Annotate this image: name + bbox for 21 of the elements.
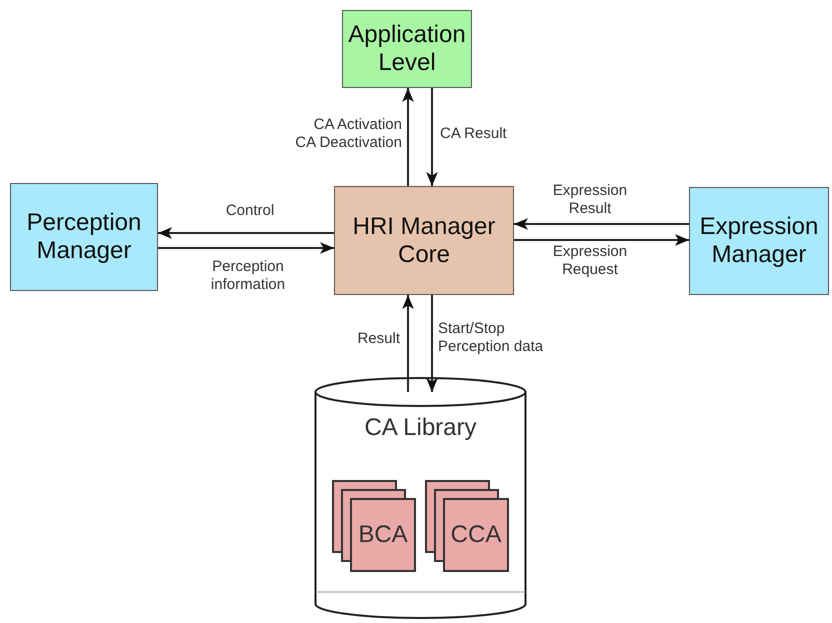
node-label: CA Library <box>364 413 477 443</box>
card-stack <box>425 480 509 572</box>
node-label: HRI Manager Core <box>352 212 496 268</box>
arrow <box>514 218 689 230</box>
arrow <box>158 242 334 254</box>
arrow <box>158 227 334 239</box>
node-label: Perception Manager <box>26 209 142 265</box>
arrow <box>514 234 689 246</box>
node-label: Expression Manager <box>698 213 820 269</box>
process-box <box>10 183 158 291</box>
card-stack <box>332 480 416 572</box>
arrow <box>426 295 438 392</box>
process-box <box>334 186 514 295</box>
card-label: CCA <box>450 520 502 550</box>
arrow <box>402 88 414 186</box>
process-box <box>342 10 472 88</box>
arrow <box>426 88 438 186</box>
arrow <box>402 295 414 392</box>
node-label: Application Level <box>347 21 467 77</box>
card-label: BCA <box>358 520 408 550</box>
process-box <box>689 187 829 295</box>
